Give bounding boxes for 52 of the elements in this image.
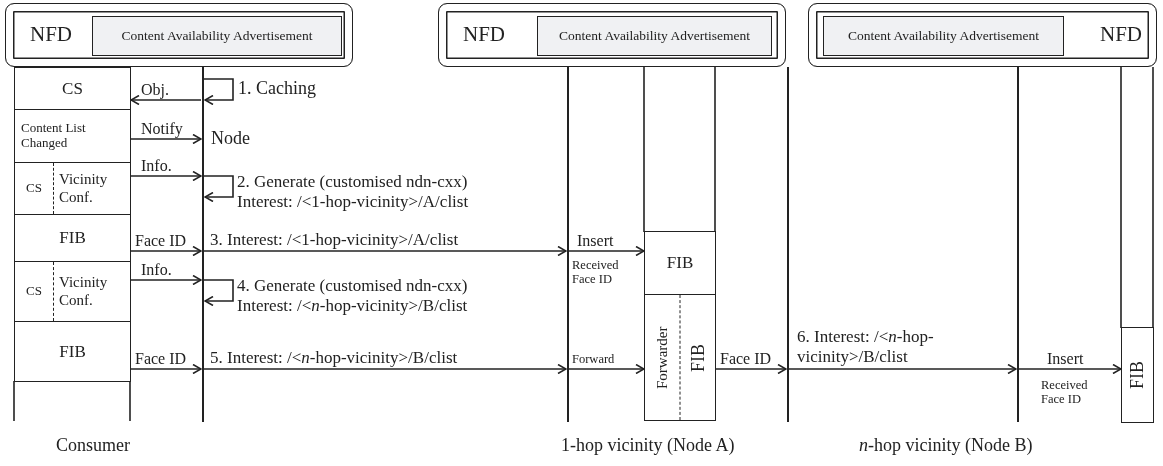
header-label: NFD — [30, 22, 72, 47]
message-box: Content Availability Advertisement — [823, 16, 1064, 56]
arrow — [203, 245, 567, 257]
arrow — [130, 274, 202, 286]
caption-label: n-hop vicinity (Node B) — [858, 435, 1034, 456]
lifeline — [567, 67, 569, 422]
arrow — [568, 245, 645, 257]
box-label: FIB — [686, 342, 709, 374]
message-box: Content Availability Advertisement — [92, 16, 342, 56]
edge-label: 3. Interest: /<1-hop-vicinity>/A/clist — [209, 230, 460, 250]
table-box: Content List Changed — [14, 109, 131, 163]
header-box — [808, 3, 1157, 67]
arrow — [788, 363, 1017, 375]
self-loop-arrow — [203, 279, 234, 307]
box-label: Vicinity Conf. — [58, 273, 109, 310]
edge-label: 5. Interest: /<n-hop-vicinity>/B/clist — [209, 348, 459, 368]
table-box — [1121, 327, 1154, 423]
arrow — [568, 363, 645, 375]
box-label: Vicinity Conf. — [58, 170, 109, 207]
lifeline — [202, 67, 204, 422]
header-label: NFD — [1100, 22, 1142, 47]
box-label: FIB — [1126, 360, 1149, 391]
self-loop-arrow — [203, 78, 234, 106]
self-loop-arrow — [203, 175, 234, 203]
table-box: FIB — [14, 321, 131, 382]
arrow — [130, 245, 202, 257]
header-label: NFD — [463, 22, 505, 47]
header-box — [5, 3, 353, 67]
table-box: FIB — [644, 231, 716, 295]
table-box — [14, 261, 131, 322]
message-box: Content Availability Advertisement — [537, 16, 772, 56]
lifeline — [787, 67, 789, 422]
box-label: CS — [15, 163, 54, 214]
caption-label: 1-hop vicinity (Node A) — [560, 435, 736, 456]
arrow — [715, 363, 787, 375]
edge-label: Notify — [140, 120, 184, 139]
arrow — [130, 133, 202, 145]
edge-label: 1. Caching — [237, 78, 317, 99]
arrow — [1018, 363, 1122, 375]
edge-label: Obj. — [140, 81, 170, 100]
box-label: CS — [15, 262, 54, 321]
table-box — [14, 162, 131, 215]
box-label: Forwarder — [645, 295, 681, 420]
header-box — [438, 3, 786, 67]
table-box: CS — [14, 67, 131, 110]
lifeline — [1017, 67, 1019, 422]
table-box — [644, 294, 716, 421]
arrow — [130, 170, 202, 182]
arrow — [130, 363, 202, 375]
arrow — [203, 363, 567, 375]
table-box: FIB — [14, 214, 131, 262]
arrow — [130, 94, 202, 106]
